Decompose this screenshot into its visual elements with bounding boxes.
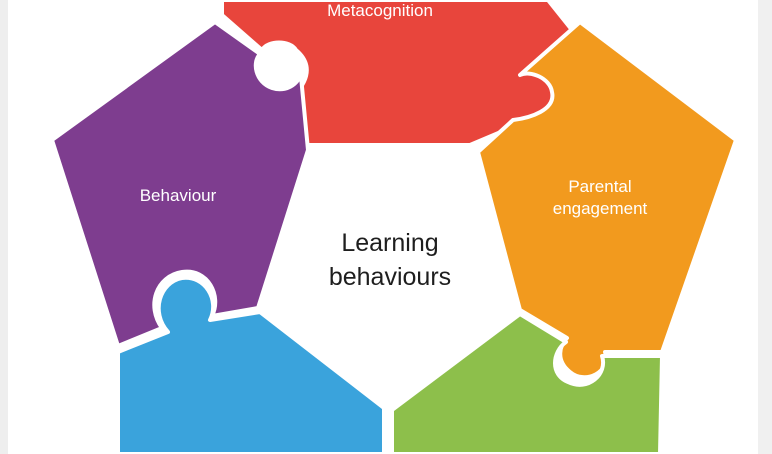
segment-behaviour (50, 20, 310, 348)
page-margin-right (758, 0, 772, 454)
segment-parental-engagement (476, 20, 738, 380)
label-parental-line2: engagement (552, 199, 648, 218)
center-title-line1: Learning (341, 229, 439, 257)
label-parental-line1: Parental (568, 177, 632, 196)
segment-blue (116, 275, 386, 454)
label-metacognition: Metacognition (327, 1, 433, 20)
segment-green (390, 312, 664, 454)
center-title-line2: behaviours (328, 263, 452, 291)
center-title: Learning behaviours (290, 226, 490, 294)
page-margin-left (0, 0, 8, 454)
label-parental-engagement: Parental engagement (520, 176, 680, 220)
label-behaviour: Behaviour (139, 186, 217, 205)
center-pentagon (264, 152, 516, 402)
